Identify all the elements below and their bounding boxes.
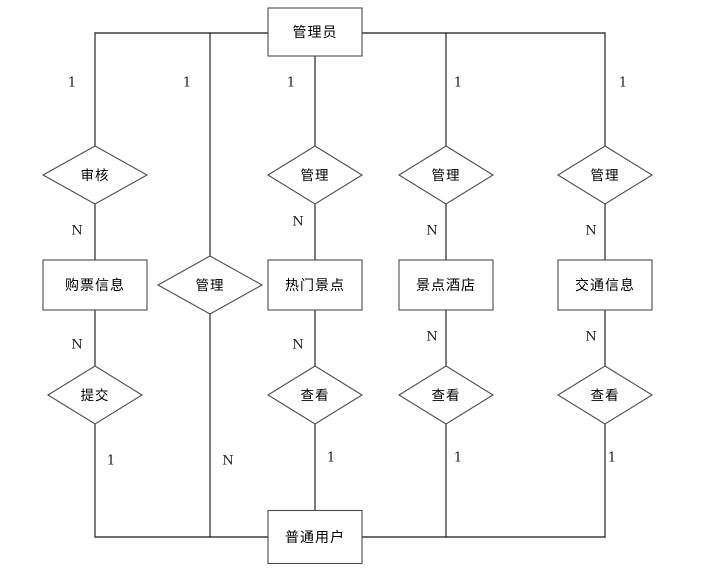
relationship-manage-hot[interactable]: 管理 [266,145,364,205]
relationship-view-tran[interactable]: 查看 [556,365,654,425]
entity-hotel[interactable]: 景点酒店 [398,259,494,311]
relationship-diamond [156,255,264,315]
entity-label: 购票信息 [65,277,125,294]
relationship-label: 管理 [432,168,461,184]
cardinality-label: 1 [608,451,616,466]
cardinality-label: N [292,338,303,353]
cardinality-label: N [292,215,303,230]
entity-hotspot[interactable]: 热门景点 [267,259,363,311]
relationship-manage-hotel[interactable]: 管理 [397,145,495,205]
relationship-submit[interactable]: 提交 [46,365,144,425]
entity-transport[interactable]: 交通信息 [557,259,653,311]
relationship-view-hotel[interactable]: 查看 [397,365,495,425]
entity-box [42,259,148,311]
cardinality-label: N [71,338,82,353]
entity-label: 交通信息 [575,277,635,294]
relationship-label: 查看 [432,388,461,404]
cardinality-label: 1 [68,76,76,91]
cardinality-label: 1 [454,451,462,466]
relationship-diamond [397,145,495,205]
cardinality-label: 1 [454,76,462,91]
entity-admin[interactable]: 管理员 [267,7,363,57]
relationship-label: 审核 [81,168,110,184]
shapes-layer: 管理员购票信息热门景点景点酒店交通信息普通用户审核管理管理管理管理提交查看查看查… [41,7,654,565]
relationship-diamond [41,145,149,205]
entity-label: 管理员 [293,25,338,41]
cardinality-label: 1 [287,76,295,91]
entity-label: 景点酒店 [416,278,476,294]
relationship-diamond [46,365,144,425]
relationship-label: 提交 [81,387,110,404]
relationship-review[interactable]: 审核 [41,145,149,205]
relationship-manage-mid[interactable]: 管理 [156,255,264,315]
relationship-diamond [266,365,364,425]
entity-box [557,259,653,311]
relationship-label: 查看 [301,388,330,404]
connectors-layer [94,32,606,538]
entity-box [267,7,363,57]
entity-user[interactable]: 普通用户 [267,509,363,565]
cardinality-label: N [222,454,233,469]
relationship-label: 管理 [591,168,620,184]
relationship-diamond [266,145,364,205]
relationship-diamond [397,365,495,425]
entity-box [267,259,363,311]
relationship-manage-tran[interactable]: 管理 [556,145,654,205]
relationship-view-hot[interactable]: 查看 [266,365,364,425]
cardinality-label: 1 [327,451,335,466]
cardinality-label: N [585,224,596,239]
entity-box [398,259,494,311]
relationship-label: 管理 [196,278,225,294]
cardinality-label: N [71,224,82,239]
cardinality-label: N [585,330,596,345]
relationship-diamond [556,145,654,205]
cardinality-label: N [426,330,437,345]
entity-box [267,509,363,565]
cardinality-label: N [426,224,437,239]
entity-label: 热门景点 [285,278,345,294]
entity-label: 普通用户 [285,529,345,546]
relationship-label: 查看 [591,388,620,404]
entity-ticket[interactable]: 购票信息 [42,259,148,311]
relationship-diamond [556,365,654,425]
cardinality-label: 1 [183,76,191,91]
cardinality-label: 1 [619,76,627,91]
cardinality-label: 1 [107,454,115,469]
relationship-label: 管理 [301,168,330,184]
